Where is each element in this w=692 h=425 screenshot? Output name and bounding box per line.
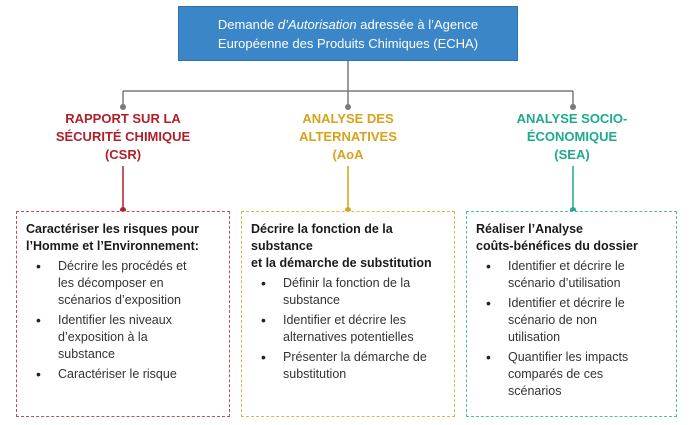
header-line-1: Demande d’Autorisation adressée à l’Agen… [217, 16, 479, 32]
list-item: Décrire les procédés et les décomposer e… [26, 258, 221, 309]
connector-dot-aoa [345, 104, 351, 110]
aoa-heading: Décrire la fonction de la substance et l… [251, 222, 432, 270]
list-item: Présenter la démarche de substitution [251, 349, 446, 383]
category-sea-title: ANALYSE SOCIO- ÉCONOMIQUE (SEA) [516, 111, 628, 162]
sea-list: Identifier et décrire le scénario d’util… [476, 258, 668, 400]
list-item: Identifier et décrire le scénario de non… [476, 295, 668, 346]
category-csr-title: RAPPORT SUR LA SÉCURITÉ CHIMIQUE (CSR) [55, 111, 191, 162]
csr-details-box: Caractériser les risques pour l’Homme et… [16, 211, 230, 417]
list-item: Identifier et décrire les alternatives p… [251, 312, 446, 346]
list-item: Définir la fonction de la substance [251, 275, 446, 309]
list-item: Quantifier les impacts comparés de ces s… [476, 349, 668, 400]
csr-heading: Caractériser les risques pour l’Homme et… [26, 222, 199, 253]
list-item: Caractériser le risque [26, 366, 221, 383]
sea-details-box: Réaliser l’Analyse coûts-bénéfices du do… [466, 211, 677, 417]
aoa-list: Définir la fonction de la substance Iden… [251, 275, 446, 383]
connector-dot-sea [570, 104, 576, 110]
connector-dot-csr [120, 104, 126, 110]
csr-list: Décrire les procédés et les décomposer e… [26, 258, 221, 383]
header-line-2: Européenne des Produits Chimiques (ECHA) [217, 35, 479, 51]
list-item: Identifier les niveaux d’exposition à la… [26, 312, 221, 363]
aoa-details-box: Décrire la fonction de la substance et l… [241, 211, 455, 417]
sea-heading: Réaliser l’Analyse coûts-bénéfices du do… [476, 222, 638, 253]
echa-request-box: Demande d’Autorisation adressée à l’Agen… [178, 6, 518, 61]
category-aoa-title: ANALYSE DES ALTERNATIVES (AoA [299, 111, 397, 162]
list-item: Identifier et décrire le scénario d’util… [476, 258, 668, 292]
